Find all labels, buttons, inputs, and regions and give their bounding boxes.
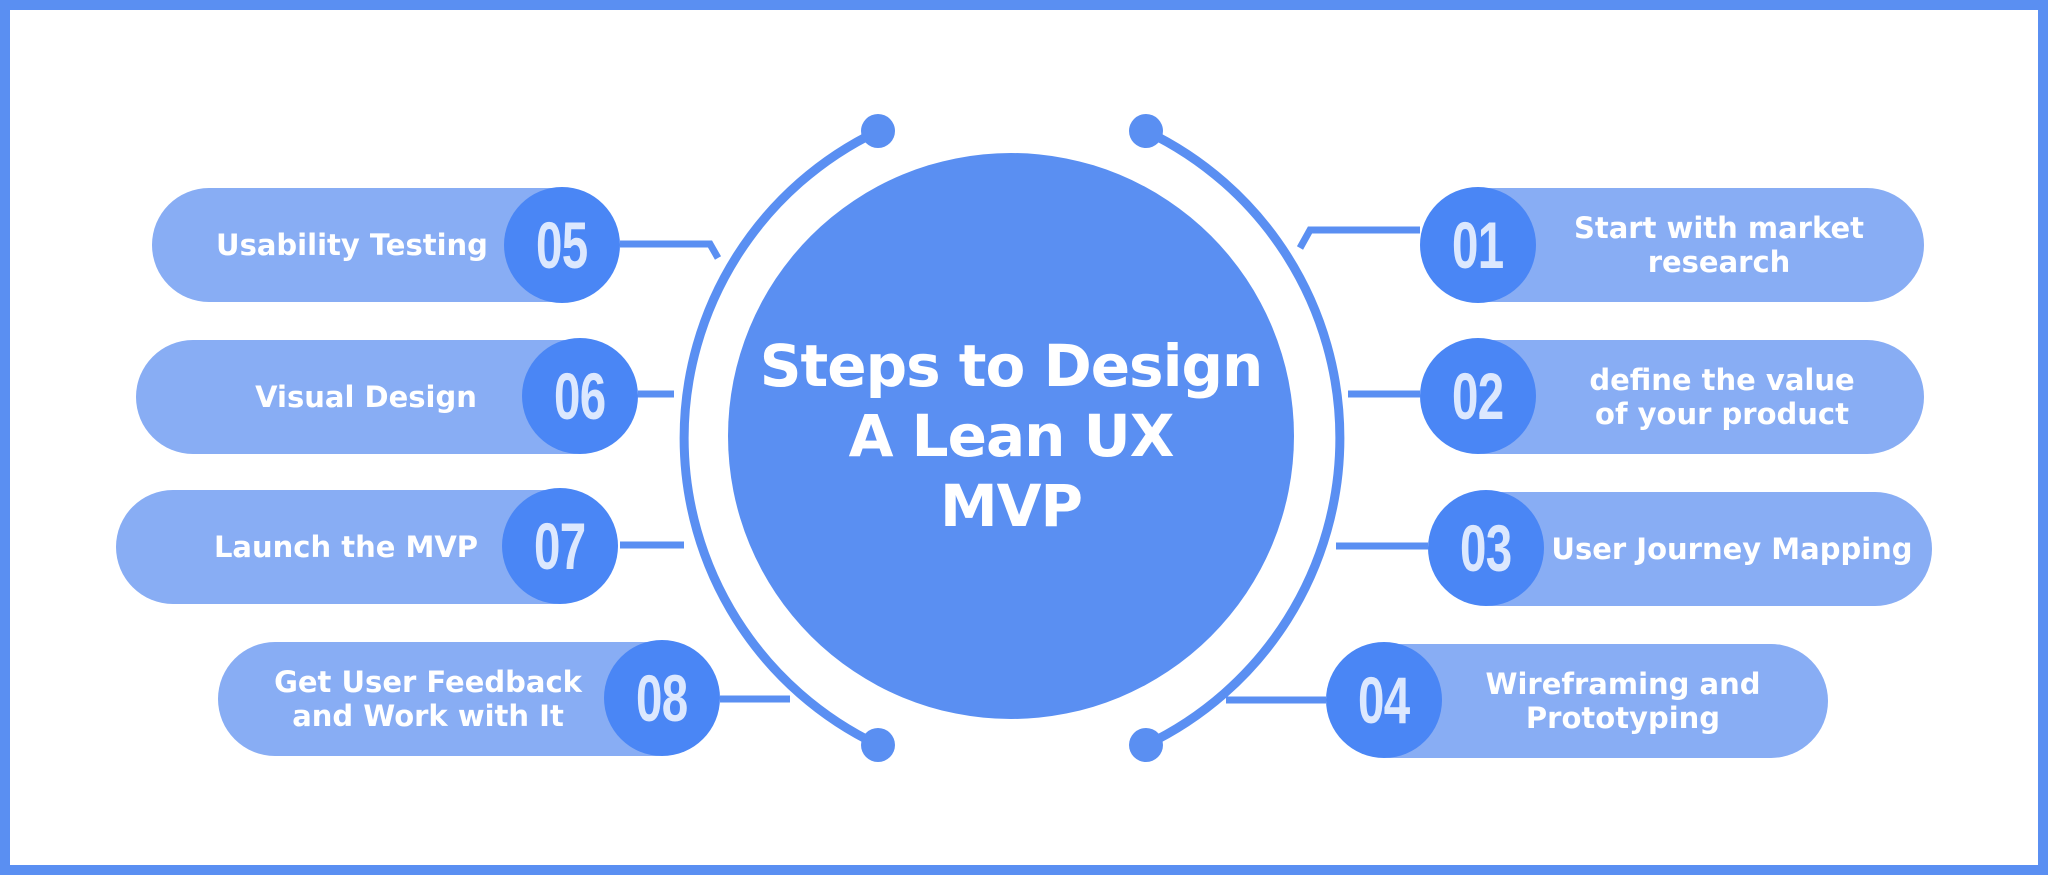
- step-03-number: 03: [1460, 511, 1512, 585]
- step-02-number: 02: [1452, 359, 1504, 433]
- arc-end-dot: [1129, 728, 1163, 762]
- arc-end-dot: [1129, 114, 1163, 148]
- step-04-number: 04: [1358, 663, 1410, 737]
- center-title-circle: Steps to Design A Lean UX MVP: [728, 153, 1294, 719]
- step-06-label: Visual Design: [255, 380, 477, 414]
- step-03-label: User Journey Mapping: [1551, 532, 1913, 566]
- connector-step-01: [1296, 226, 1420, 250]
- step-03-number-badge: 03: [1428, 490, 1544, 606]
- step-04-label: Wireframing and Prototyping: [1485, 667, 1761, 735]
- step-07-number: 07: [534, 509, 586, 583]
- step-05-number-badge: 05: [504, 187, 620, 303]
- right-arc: [1144, 126, 1345, 750]
- step-07-label: Launch the MVP: [213, 530, 479, 564]
- step-05-label: Usability Testing: [216, 228, 488, 262]
- step-01-number: 01: [1452, 208, 1504, 282]
- step-05-number: 05: [536, 208, 588, 282]
- step-01-label: Start with market research: [1573, 211, 1865, 279]
- step-08-number: 08: [636, 661, 688, 735]
- diagram-title: Steps to Design A Lean UX MVP: [759, 332, 1264, 540]
- step-06-number-badge: 06: [522, 338, 638, 454]
- step-08-label: Get User Feedback and Work with It: [274, 665, 582, 733]
- step-02-number-badge: 02: [1420, 338, 1536, 454]
- arc-end-dot: [861, 728, 895, 762]
- step-02-label: define the value of your product: [1589, 363, 1855, 431]
- step-08-number-badge: 08: [604, 640, 720, 756]
- connector-step-05: [620, 240, 722, 260]
- step-06-number: 06: [554, 359, 606, 433]
- arc-end-dot: [861, 114, 895, 148]
- left-arc: [679, 126, 880, 750]
- step-04-number-badge: 04: [1326, 642, 1442, 758]
- step-07-number-badge: 07: [502, 488, 618, 604]
- step-01-number-badge: 01: [1420, 187, 1536, 303]
